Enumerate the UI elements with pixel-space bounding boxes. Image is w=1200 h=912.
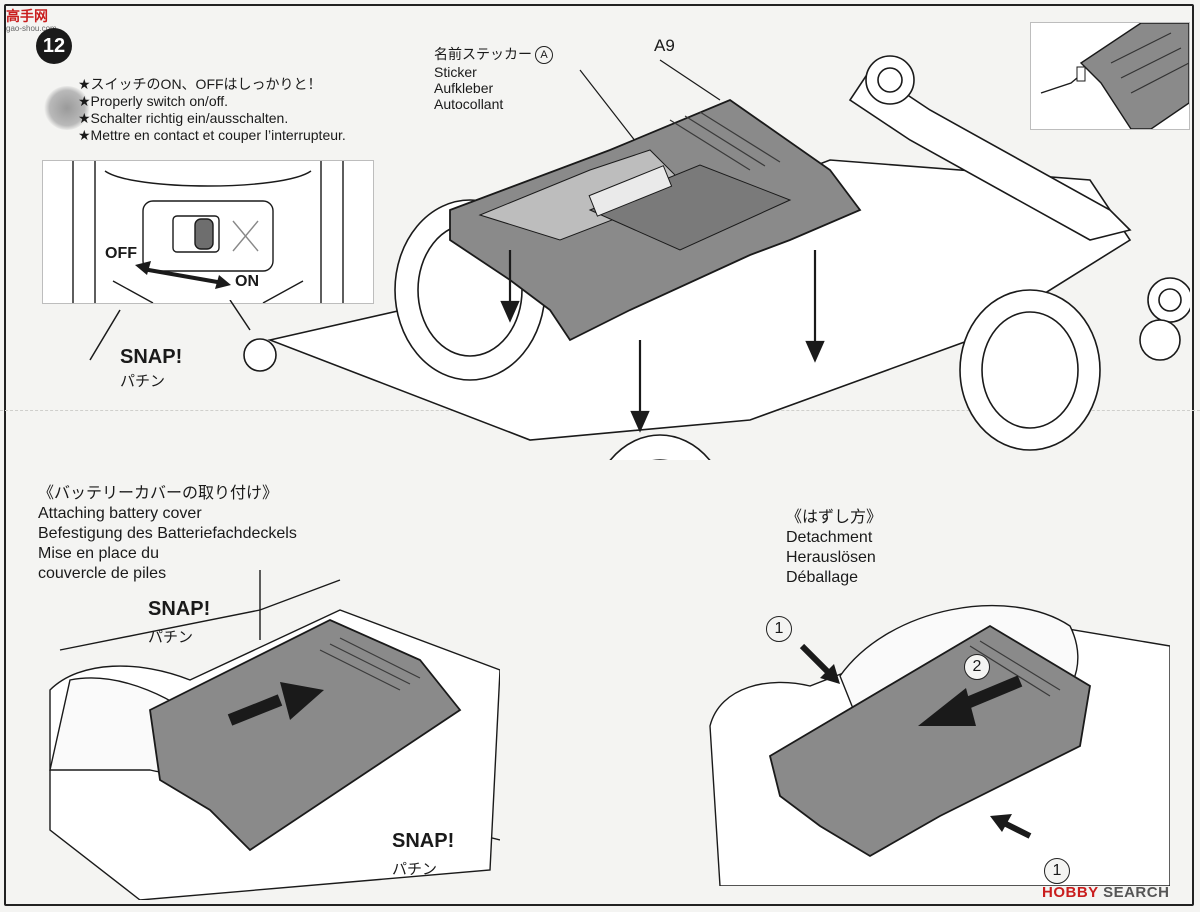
attaching-en: Attaching battery cover	[38, 505, 202, 522]
sticker-de: Aufkleber	[434, 80, 494, 97]
pachin-top-text: パチン	[120, 373, 166, 390]
watermark-top: 高手网 gao-shou.com	[6, 6, 57, 33]
step-circle-1b: 1	[1044, 858, 1070, 884]
detach-de: Herauslösen	[786, 549, 876, 566]
page-frame	[4, 4, 1194, 906]
detach-text: 《はずし方》 Detachment Herauslösen Déballage	[786, 508, 882, 588]
switch-inset-drawing	[72, 161, 344, 303]
snap-top-text: SNAP!	[120, 346, 183, 368]
switch-note-jp: ★スイッチのON、OFFはしっかりと！	[78, 76, 322, 92]
attaching-fr-2: couvercle de piles	[38, 565, 167, 582]
attaching-text: 《バッテリーカバーの取り付け》 Attaching battery cover …	[38, 484, 297, 584]
attaching-jp: 《バッテリーカバーの取り付け》	[38, 485, 279, 502]
sticker-fr: Autocollant	[434, 96, 504, 113]
chassis-diagram	[243, 55, 1190, 460]
sticker-jp: 名前ステッカー	[434, 46, 532, 62]
switch-note-fr: ★Mettre en contact et couper l’interrupt…	[78, 127, 346, 143]
attaching-diagram	[49, 570, 500, 900]
snap-lines-top	[89, 300, 251, 361]
watermark-bottom: HOBBY SEARCH	[1042, 884, 1169, 901]
pachin-attach-2: パチン	[392, 861, 438, 878]
pachin-attach-1: パチン	[148, 629, 194, 646]
switch-note-de: ★Schalter richtig ein/ausschalten.	[78, 110, 289, 126]
switch-arrow	[135, 261, 231, 289]
switch-note: ★スイッチのON、OFFはしっかりと！ ★Properly switch on/…	[78, 76, 346, 144]
detach-diagram	[709, 604, 1170, 886]
switch-note-en: ★Properly switch on/off.	[78, 93, 229, 109]
detach-fr: Déballage	[786, 569, 859, 586]
watermark-top-text: 高手网	[6, 8, 48, 24]
sticker-en: Sticker	[434, 64, 477, 81]
switch-inset: OFF ON	[42, 160, 374, 304]
step-number-badge: 12	[36, 28, 72, 64]
watermark-hobby: HOBBY	[1042, 884, 1099, 901]
detach-jp: 《はずし方》	[786, 509, 883, 526]
step-circle-1a: 1	[766, 616, 792, 642]
watermark-search: SEARCH	[1103, 884, 1170, 901]
detach-en: Detachment	[786, 529, 873, 546]
detail-inset-drawing	[1040, 23, 1189, 129]
sticker-circle: A	[535, 46, 553, 65]
attaching-de: Befestigung des Batteriefachdeckels	[38, 525, 297, 542]
detail-inset	[1030, 22, 1190, 130]
on-label: ON	[235, 273, 259, 290]
part-a9-label: A9	[654, 36, 675, 55]
step-circle-2: 2	[964, 654, 990, 680]
snap-attach-1: SNAP!	[148, 598, 211, 620]
snap-attach-2: SNAP!	[392, 830, 455, 852]
watermark-top-sub: gao-shou.com	[6, 24, 57, 33]
battery-cover-part	[449, 98, 862, 342]
attaching-fr-1: Mise en place du	[38, 545, 159, 562]
off-label: OFF	[105, 245, 137, 262]
halftone-dot	[44, 86, 90, 130]
